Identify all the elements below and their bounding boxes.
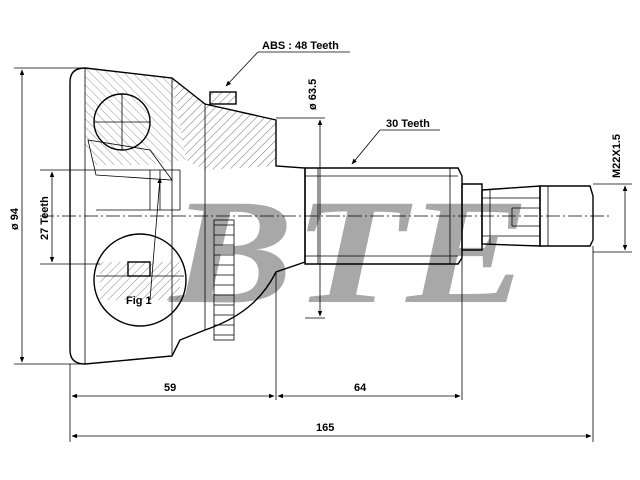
dimension-lines (19, 51, 628, 439)
fig-1-label: Fig 1 (126, 295, 152, 307)
abs-teeth-label: ABS : 48 Teeth (262, 40, 339, 52)
extension-lines (14, 67, 632, 442)
teeth-30-label: 30 Teeth (386, 118, 430, 130)
outer-housing (69, 67, 306, 365)
diameter-63-label: ø 63.5 (307, 79, 319, 110)
dim-64-text: 64 (354, 382, 367, 394)
thread-label: M22X1.5 (611, 134, 623, 178)
watermark-logo: BTE (168, 169, 530, 335)
stub-shaft (304, 167, 594, 265)
abs-tone-ring (213, 219, 235, 341)
diameter-94-label: ø 94 (9, 207, 21, 230)
teeth-27-label: 27 Teeth (39, 196, 51, 240)
dim-59-text: 59 (164, 382, 176, 394)
dim-165-text: 165 (316, 422, 334, 434)
